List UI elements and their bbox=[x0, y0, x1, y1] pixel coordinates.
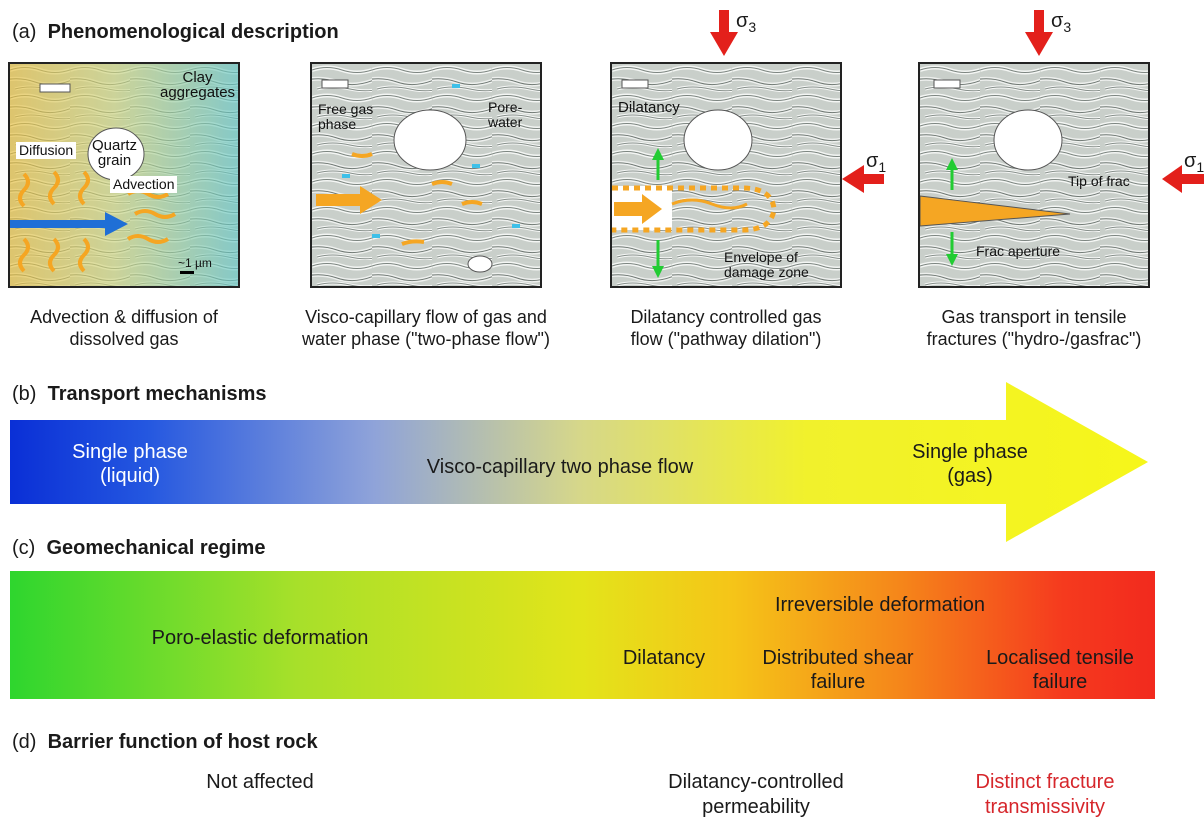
geomechanical-regime-bar bbox=[10, 571, 1155, 699]
stress-arrows bbox=[710, 10, 1204, 193]
regime-tensile-failure: Localised tensile failure bbox=[986, 647, 1134, 693]
caption-panel-1: Advection & diffusion of dissolved gas bbox=[30, 307, 218, 349]
caption-panel-3: Dilatancy controlled gas flow ("pathway … bbox=[630, 307, 822, 349]
regime-dilatancy: Dilatancy bbox=[622, 647, 706, 669]
label-tip-of-frac: Tip of frac bbox=[1068, 173, 1130, 189]
panel-two-phase-flow: Free gas phase Pore- water bbox=[310, 62, 542, 288]
sigma3-label-2: σ3 bbox=[1051, 10, 1072, 35]
panel-3-graphic bbox=[612, 64, 840, 286]
section-d-heading: (d) Barrier function of host rock bbox=[12, 731, 318, 753]
sigma1-label-2: σ1 bbox=[1184, 150, 1204, 175]
regime-irreversible: Irreversible deformation bbox=[774, 594, 986, 616]
regime-poro-elastic: Poro-elastic deformation bbox=[151, 627, 369, 649]
label-clay-aggregates: Clay aggregates bbox=[160, 69, 236, 101]
section-b-heading: (b) Transport mechanisms bbox=[12, 383, 267, 405]
label-scale: ~1 µm bbox=[178, 256, 212, 270]
panel-1-graphic bbox=[10, 64, 238, 286]
label-envelope-damage-zone: Envelope of damage zone bbox=[724, 249, 809, 280]
sigma1-label-1: σ1 bbox=[866, 150, 887, 175]
label-frac-aperture: Frac aperture bbox=[976, 243, 1061, 259]
panel-pathway-dilation: Dilatancy Envelope of damage zone bbox=[610, 62, 842, 288]
panel-tensile-fractures: Tip of frac Frac aperture bbox=[918, 62, 1150, 288]
panel-4-graphic bbox=[920, 64, 1148, 286]
barrier-dilatancy-permeability: Dilatancy-controlled permeability bbox=[668, 771, 844, 818]
section-a-heading: (a) Phenomenological description bbox=[12, 21, 339, 43]
caption-panel-2: Visco-capillary flow of gas and water ph… bbox=[302, 307, 550, 349]
panel-2-graphic bbox=[312, 64, 540, 286]
label-diffusion: Diffusion bbox=[16, 142, 77, 159]
label-free-gas-phase: Free gas phase bbox=[318, 101, 374, 132]
label-dilatancy: Dilatancy bbox=[618, 99, 680, 116]
panel-advection-diffusion: Clay aggregates Quartz grain Diffusion A… bbox=[8, 62, 240, 288]
barrier-not-affected: Not affected bbox=[206, 771, 314, 793]
barrier-fracture-transmissivity: Distinct fracture transmissivity bbox=[975, 771, 1115, 818]
section-c-heading: (c) Geomechanical regime bbox=[12, 537, 266, 559]
regime-shear-failure: Distributed shear failure bbox=[762, 647, 914, 693]
label-quartz-grain: Quartz grain bbox=[92, 137, 138, 169]
sigma3-label-1: σ3 bbox=[736, 10, 757, 35]
transport-two-phase-flow: Visco-capillary two phase flow bbox=[426, 456, 694, 478]
transport-arrow bbox=[10, 382, 1148, 542]
label-pore-water: Pore- water bbox=[488, 99, 523, 130]
label-advection: Advection bbox=[110, 176, 178, 193]
transport-single-phase-liquid: Single phase (liquid) bbox=[72, 441, 188, 487]
transport-single-phase-gas: Single phase (gas) bbox=[912, 441, 1028, 487]
caption-panel-4: Gas transport in tensile fractures ("hyd… bbox=[926, 307, 1142, 349]
